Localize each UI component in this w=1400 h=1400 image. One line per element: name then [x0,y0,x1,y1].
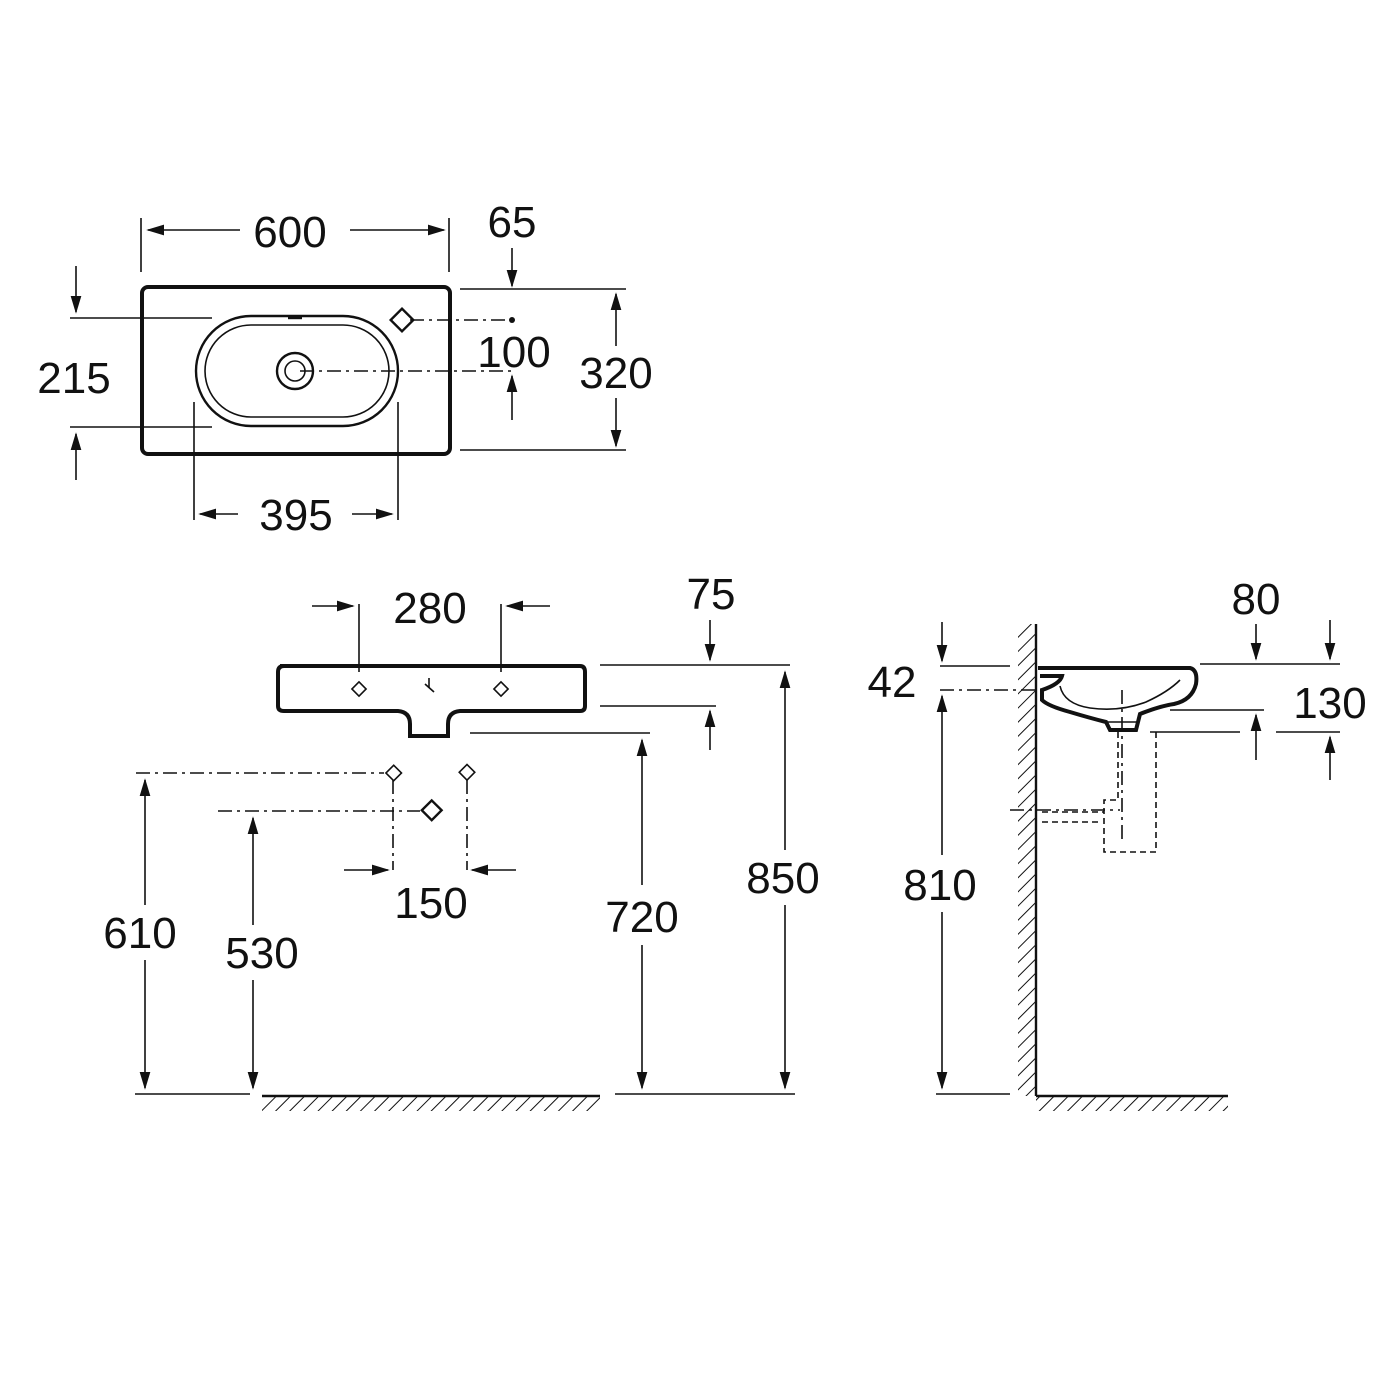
basin-front-outline [276,664,587,738]
dim-80: 80 [1232,575,1281,624]
dim-100: 100 [477,328,550,377]
dim-42: 42 [868,658,917,707]
dim-720: 720 [605,893,678,942]
side-floor-hatch [1036,1097,1228,1111]
tap-hole-symbol [388,306,416,334]
dim-65: 65 [488,198,537,247]
wall-hatch [1018,624,1036,1096]
hole-markers [350,678,510,698]
top-view: 600 65 215 100 320 395 [37,198,652,540]
basin-top-outline [140,285,452,456]
dim-75: 75 [687,570,736,619]
floor-hatch [262,1097,600,1111]
dim-215: 215 [37,354,110,403]
dim-320: 320 [579,349,652,398]
dim-610: 610 [103,909,176,958]
dim-150: 150 [394,879,467,928]
bowl-outline-outer [194,314,400,428]
dim-600: 600 [253,208,326,257]
trap-outline [1042,732,1157,853]
basin-side-outline [1038,666,1199,732]
dim-280: 280 [393,584,466,633]
dim-530: 530 [225,929,298,978]
dim-850: 850 [746,854,819,903]
side-view: 42 810 80 130 [868,575,1367,1111]
front-view: 280 75 150 610 530 720 8 [103,570,820,1111]
dim-130: 130 [1293,679,1366,728]
dim-395: 395 [259,491,332,540]
dim-810: 810 [903,861,976,910]
